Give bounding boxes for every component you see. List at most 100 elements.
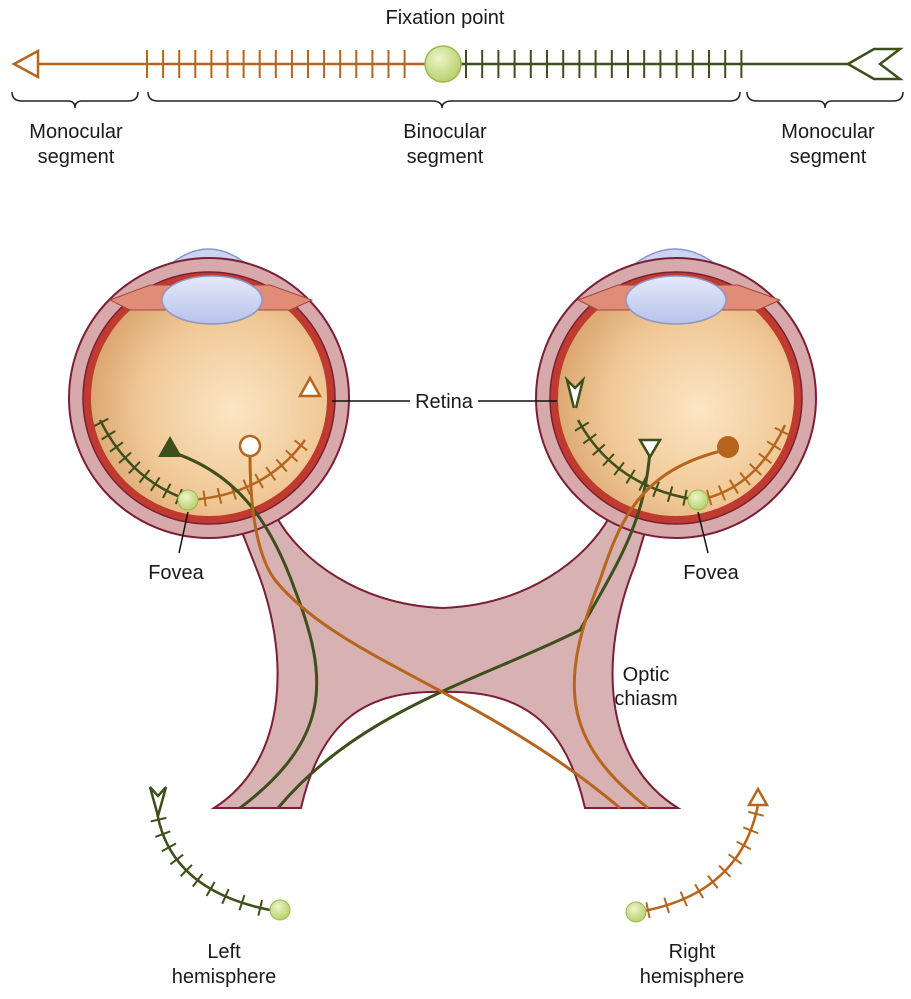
retina-tick bbox=[766, 440, 782, 451]
retina-tick bbox=[221, 888, 230, 905]
retina-tick bbox=[774, 426, 790, 436]
monocular-right-label-line1: Monocular bbox=[781, 121, 875, 143]
retina-tick bbox=[202, 490, 207, 507]
right-eye-temporal-retina-arc bbox=[697, 424, 787, 502]
retina-tick bbox=[275, 458, 288, 473]
retina-tick bbox=[138, 469, 151, 484]
right-vitreous bbox=[558, 280, 794, 516]
left-eye-nasal-retina-arc bbox=[189, 439, 307, 502]
right-hemisphere-triangle-marker bbox=[746, 786, 770, 807]
left-hemisphere-notch-marker bbox=[148, 786, 168, 817]
retina-tick bbox=[150, 816, 167, 823]
optic-fibers bbox=[164, 448, 726, 810]
retina-tick bbox=[265, 466, 277, 481]
retina-tick bbox=[758, 452, 773, 465]
right-eye-open-triangle-marker bbox=[637, 438, 663, 460]
right-hemisphere-fovea-ball bbox=[625, 901, 647, 923]
monocular-right-label-line2: segment bbox=[790, 146, 867, 168]
right-lens bbox=[625, 275, 727, 325]
retina-tick bbox=[155, 830, 171, 838]
retina-tick bbox=[191, 873, 204, 888]
retina-tick bbox=[205, 881, 216, 897]
right-eye-nasal-retina-arc bbox=[576, 419, 699, 502]
left-hemisphere-fovea-ball bbox=[269, 899, 291, 921]
retina-tick bbox=[285, 449, 299, 463]
leader-lines bbox=[178, 400, 709, 554]
right-eye-filled-circle-marker bbox=[717, 436, 739, 458]
retina-tick bbox=[242, 479, 251, 495]
retina-tick bbox=[169, 853, 184, 866]
retina-tick bbox=[705, 489, 713, 506]
right-hemisphere-arc bbox=[637, 804, 760, 914]
optic-chiasm-label-line1: Optic bbox=[623, 664, 670, 686]
retina-tick bbox=[238, 894, 246, 911]
binocular-label-line2: segment bbox=[407, 146, 484, 168]
hemisphere-arcs bbox=[155, 804, 760, 914]
left-hemisphere-label-line1: Left bbox=[207, 941, 241, 963]
retina-tick bbox=[682, 489, 688, 506]
left-eye-open-triangle-marker bbox=[297, 375, 323, 398]
left-hemisphere-arc bbox=[155, 811, 271, 912]
left-eye-circle-marker bbox=[238, 434, 262, 458]
right-fovea-ball bbox=[687, 489, 709, 511]
retina-tick bbox=[109, 441, 124, 453]
left-eye-temporal-retina-arc bbox=[98, 419, 189, 502]
left-eye bbox=[68, 248, 350, 539]
left-eye-triangle-marker bbox=[158, 436, 182, 457]
retina-tick bbox=[294, 439, 308, 452]
retina-tick bbox=[707, 874, 719, 889]
retina-tick bbox=[582, 433, 597, 445]
retina-tick bbox=[254, 473, 264, 489]
retina-tick bbox=[663, 897, 671, 914]
optic-chiasm-label-line2: chiasm bbox=[614, 688, 677, 710]
retinal-arcs bbox=[98, 419, 787, 502]
right-eye-notch-marker bbox=[564, 375, 586, 409]
fixation-point-label: Fixation point bbox=[386, 7, 505, 29]
left-hemisphere-label-line2: hemisphere bbox=[172, 966, 277, 988]
retina-tick bbox=[257, 899, 264, 916]
segment-brackets bbox=[11, 91, 904, 109]
monocular-left-label-line2: segment bbox=[38, 146, 115, 168]
retina-tick bbox=[742, 826, 759, 835]
right-hemisphere-label-line2: hemisphere bbox=[640, 966, 745, 988]
fovea-right-label: Fovea bbox=[683, 562, 739, 584]
retina-tick bbox=[718, 864, 732, 878]
right-hemisphere-label-line1: Right bbox=[669, 941, 716, 963]
left-eye-temporal-fiber bbox=[164, 448, 319, 810]
retina-tick bbox=[574, 421, 590, 432]
retina-tick bbox=[602, 453, 615, 467]
optic-chiasm-shape bbox=[210, 514, 682, 809]
fovea-left-label: Fovea bbox=[148, 562, 204, 584]
retina-tick bbox=[150, 476, 161, 492]
right-eye bbox=[535, 248, 817, 539]
retina-tick bbox=[747, 810, 764, 817]
retina-tick bbox=[128, 461, 141, 475]
monocular-left-label-line1: Monocular bbox=[29, 121, 123, 143]
left-arrowhead-icon bbox=[11, 48, 40, 80]
retina-tick bbox=[728, 479, 739, 495]
left-lens bbox=[161, 275, 263, 325]
right-eye-temporal-fiber bbox=[572, 448, 726, 810]
left-vitreous bbox=[91, 280, 327, 516]
retina-tick bbox=[645, 902, 651, 919]
left-eye-nasal-fiber-crossing bbox=[248, 454, 621, 810]
retina-tick bbox=[717, 485, 727, 501]
retina-tick bbox=[679, 891, 688, 907]
retina-tick bbox=[736, 840, 752, 851]
retina-tick bbox=[749, 463, 762, 476]
retina-tick bbox=[728, 853, 743, 865]
fixation-point-ball bbox=[424, 45, 462, 83]
left-fovea-ball bbox=[177, 489, 199, 511]
retina-tick bbox=[93, 417, 109, 427]
retina-tick bbox=[592, 443, 606, 456]
right-notched-arrowhead-icon bbox=[845, 47, 904, 81]
retina-tick bbox=[161, 842, 177, 853]
retina-tick bbox=[739, 471, 751, 486]
retina-tick bbox=[652, 481, 660, 498]
retina-tick bbox=[613, 461, 625, 476]
retina-tick bbox=[216, 487, 223, 504]
retina-tick bbox=[694, 883, 705, 899]
retina-tick bbox=[101, 430, 116, 441]
